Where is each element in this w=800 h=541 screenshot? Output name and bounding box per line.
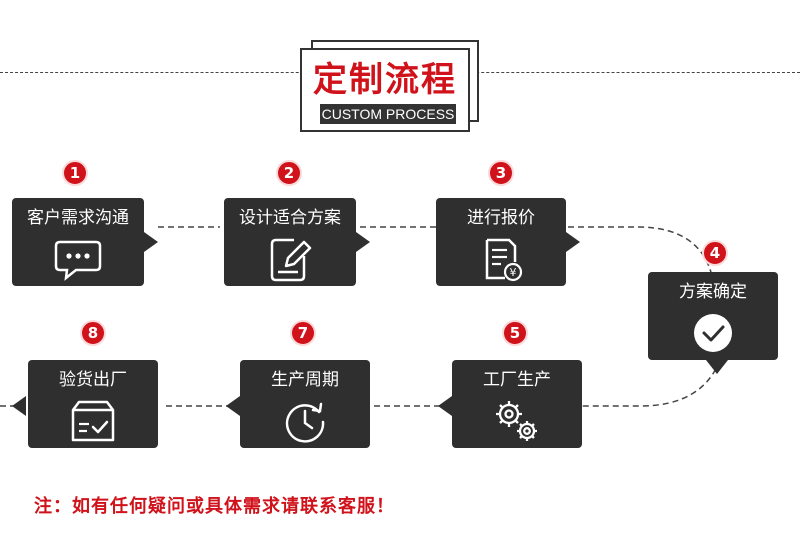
- step-box-5-pointer: [438, 396, 452, 416]
- step-number-3: 3: [488, 160, 514, 186]
- step-label: 生产周期: [271, 370, 339, 390]
- title-block: 定制流程 CUSTOM PROCESS: [300, 40, 482, 132]
- step-number-8: 8: [80, 320, 106, 346]
- step-number-1: 1: [62, 160, 88, 186]
- step-box-4-pointer: [706, 360, 728, 374]
- step-box-2-pointer: [356, 232, 370, 252]
- step-number-2: 2: [276, 160, 302, 186]
- step-number-5: 5: [502, 320, 528, 346]
- step-box-8: 验货出厂: [28, 360, 158, 448]
- box-check-icon: [71, 400, 115, 442]
- page-title: 定制流程: [313, 60, 457, 100]
- page-subtitle: CUSTOM PROCESS: [320, 104, 456, 124]
- step-box-2: 设计适合方案: [224, 198, 356, 286]
- edit-icon: [270, 238, 312, 282]
- quote-icon: ¥: [485, 238, 523, 282]
- title-frame-front: 定制流程 CUSTOM PROCESS: [300, 48, 470, 132]
- step-box-3: 进行报价 ¥: [436, 198, 566, 286]
- step-box-4: 方案确定: [648, 272, 778, 360]
- step-label: 进行报价: [467, 208, 535, 228]
- chat-icon: [54, 240, 102, 281]
- step-label: 设计适合方案: [239, 208, 341, 228]
- step-box-3-pointer: [566, 232, 580, 252]
- step-label: 客户需求沟通: [27, 208, 129, 228]
- step-number-7: 7: [290, 320, 316, 346]
- step-label: 方案确定: [679, 282, 747, 302]
- clock-icon: [285, 402, 325, 443]
- step-box-1-pointer: [144, 232, 158, 252]
- step-label: 验货出厂: [59, 370, 127, 390]
- flow-end-arrow: [12, 396, 26, 416]
- svg-text:¥: ¥: [510, 266, 517, 279]
- step-box-7: 生产周期: [240, 360, 370, 448]
- step-number-4: 4: [702, 240, 728, 266]
- footnote: 注：如有任何疑问或具体需求请联系客服！: [34, 496, 395, 517]
- step-label: 工厂生产: [483, 370, 551, 390]
- gears-icon: [496, 401, 537, 441]
- check-icon: [694, 314, 732, 352]
- step-box-1: 客户需求沟通: [12, 198, 144, 286]
- step-box-7-pointer: [226, 396, 240, 416]
- step-box-5: 工厂生产: [452, 360, 582, 448]
